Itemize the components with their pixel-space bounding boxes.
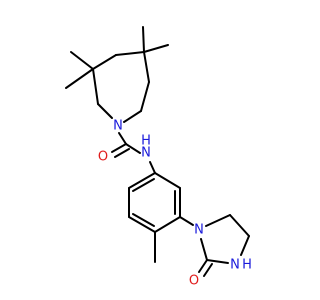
bond-imid-co-o-2 bbox=[203, 263, 213, 277]
bond-ar6-ar1 bbox=[128, 172, 156, 189]
bond-methyl-c5b bbox=[143, 44, 169, 53]
bonds bbox=[65, 26, 250, 277]
bond-ar6-ar1-inner bbox=[132, 178, 155, 192]
bond-imid-n-ch2 bbox=[205, 214, 231, 227]
bond-methyl-c5a bbox=[142, 26, 145, 53]
bond-nh-aryl bbox=[149, 161, 156, 174]
bond-ar4-ar5-inner bbox=[132, 213, 155, 227]
bond-c7-n1 bbox=[123, 110, 142, 123]
bond-imid-nh-co bbox=[206, 259, 229, 264]
imidazolidinone-oxygen-label: O bbox=[189, 274, 199, 289]
bond-ar4-ar5 bbox=[128, 216, 156, 233]
imidazolidinone-nh-hydrogen-label: H bbox=[242, 258, 252, 273]
bond-imid-ch2-ch2 bbox=[229, 214, 250, 237]
bond-carbonyl-nh bbox=[125, 143, 141, 154]
molecule-structure: N O N H N N H O bbox=[65, 26, 252, 289]
bond-imid-ch2-nh bbox=[240, 235, 250, 256]
bond-ar1-ar2 bbox=[154, 172, 181, 189]
amide-nitrogen-label: N bbox=[141, 146, 151, 161]
bond-c5-c6 bbox=[143, 51, 150, 83]
bond-c4-c5 bbox=[115, 51, 145, 56]
bond-n1-c2 bbox=[97, 103, 113, 119]
bond-carbonyl-o-2 bbox=[114, 148, 130, 158]
imidazolidinone-nh-nitrogen-label: N bbox=[230, 258, 240, 273]
ring-nitrogen-label: N bbox=[113, 119, 123, 134]
bond-carbonyl-o-1 bbox=[111, 143, 127, 153]
bond-ar3-ar4 bbox=[154, 216, 181, 233]
bond-imid-co-o-1 bbox=[198, 259, 208, 273]
bond-c6-c7 bbox=[140, 81, 150, 112]
bond-c3-c4 bbox=[92, 54, 117, 70]
bond-aryl-imid-n bbox=[179, 216, 194, 226]
bond-c2-c3 bbox=[92, 68, 99, 105]
bond-methyl-c3a bbox=[70, 51, 94, 70]
imidazolidinone-nitrogen-label: N bbox=[194, 223, 204, 238]
atom-labels: N O N H N N H O bbox=[98, 119, 252, 289]
bond-n1-carbonyl bbox=[118, 132, 127, 145]
carbonyl-oxygen-label: O bbox=[98, 150, 108, 165]
bond-methyl-c3b bbox=[65, 68, 94, 89]
bond-imid-co-n bbox=[200, 238, 208, 261]
amide-hydrogen-label: H bbox=[141, 134, 151, 149]
